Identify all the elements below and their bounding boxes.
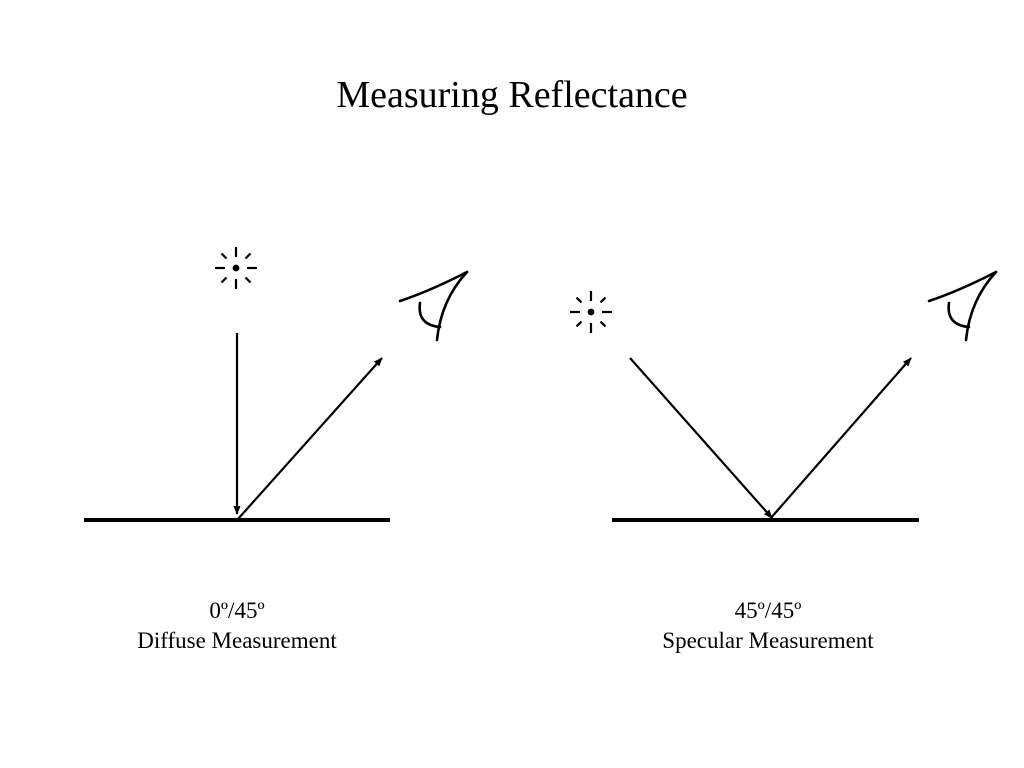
light-source-icon [570,291,612,333]
page-title: Measuring Reflectance [336,74,688,116]
incident-beam-right [629,357,773,519]
eye-icon [927,270,998,342]
diffuse-description: Diffuse Measurement [137,628,337,653]
specular-description: Specular Measurement [662,628,874,653]
diffuse-caption: 0º/45º Diffuse Measurement [87,596,387,656]
diffuse-angle-label: 0º/45º [209,598,265,623]
diffuse-panel [84,247,469,522]
light-source-icon [215,247,257,289]
specular-angle-label: 45º/45º [734,598,802,623]
reflected-beam-left [237,357,383,520]
eye-icon [398,270,469,342]
specular-panel [570,270,998,522]
specular-caption: 45º/45º Specular Measurement [618,596,918,656]
reflected-beam-right [769,357,912,520]
